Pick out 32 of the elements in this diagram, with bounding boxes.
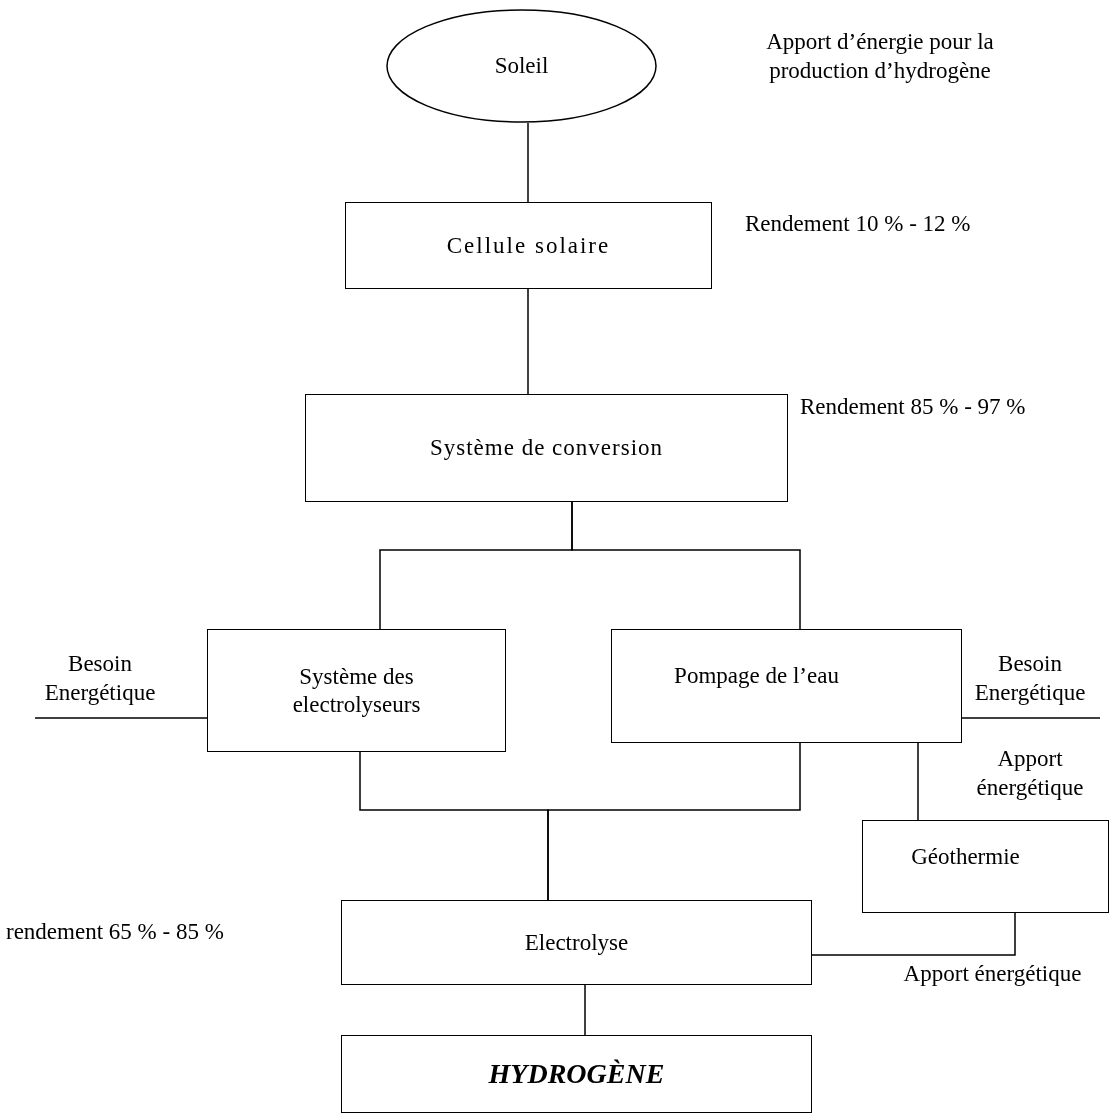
connector-line [34,717,208,719]
process-box [305,394,788,502]
efficiency-note: rendement 65 % - 85 % [6,918,225,946]
node-label: Pompage de l’eau [674,662,839,690]
efficiency-note: Rendement 85 % - 97 % [800,393,1027,421]
connector-line [811,912,1016,956]
result-box [341,1035,812,1113]
node-label: Electrolyse [524,928,629,957]
process-box [207,629,506,752]
edge-label: Apport énergétique [975,745,1085,802]
node-label: Cellule solaire [446,231,611,260]
node-label: Géothermie [911,842,1020,871]
edge-label: Besoin Energétique [43,650,157,707]
connector-line [571,501,801,630]
connector-line [547,742,801,901]
node-label: Système de conversion [429,434,664,462]
process-box [341,900,812,985]
node-label: Soleil [494,52,549,80]
connector-line [961,717,1101,719]
connector-line [584,984,586,1036]
process-box [862,820,1109,913]
edge-label: Apport énergétique [902,960,1083,988]
node-label: HYDROGÈNE [488,1057,665,1091]
note-text: Apport d’énergie pour la production d’hydrogène [765,28,995,85]
edge-label: Besoin Energétique [973,650,1087,707]
efficiency-note: Rendement 10 % - 12 % [745,210,972,238]
connector-line [527,288,529,395]
connector-line [917,742,919,821]
connector-line [527,122,529,203]
process-box [345,202,712,289]
process-box [611,629,962,743]
node-label: Système des electrolyseurs [291,662,422,719]
